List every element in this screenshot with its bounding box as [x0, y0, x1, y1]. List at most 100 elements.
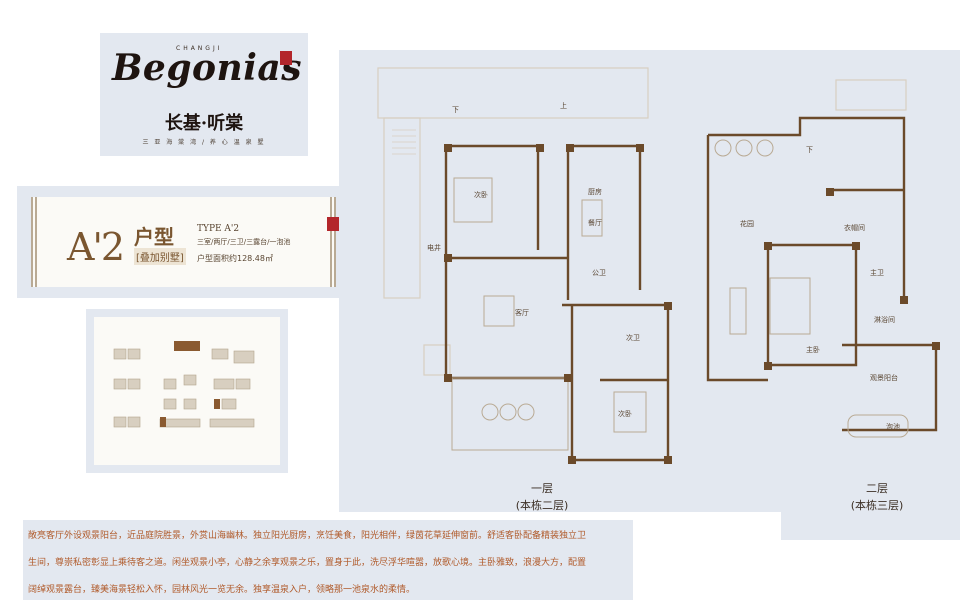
coffee-table [483, 295, 515, 327]
room-view-balcony: 观景阳台 [870, 373, 898, 382]
room-garden: 花园 [740, 219, 754, 228]
keyplan-block [113, 348, 127, 360]
unit-code: A'2 [67, 225, 125, 269]
stair-down-label: 下 [452, 106, 459, 114]
room-elec-well: 电井 [427, 243, 441, 252]
site-keyplan [94, 317, 280, 465]
wall-master [766, 243, 858, 367]
keyplan-block [183, 374, 197, 386]
room-pool: 泡池 [886, 422, 900, 431]
keyplan-block [127, 378, 141, 390]
column [826, 188, 834, 196]
pool [847, 414, 909, 438]
keyplan-highlight-block [160, 417, 166, 427]
garden-table [729, 287, 747, 335]
outer-terrace [383, 117, 421, 299]
site-keyplan-card [86, 309, 288, 473]
unit-area: 户型面积约128.48㎡ [197, 254, 273, 263]
column [566, 144, 574, 152]
description-text: 敞亮客厅外设观景阳台，近品庭院胜景，外赏山海幽林。独立阳光厨房，烹饪美食，阳光相… [28, 523, 628, 600]
keyplan-highlight-block [214, 399, 220, 409]
room-public-bath: 公卫 [592, 269, 606, 277]
room-master-bath: 主卫 [870, 268, 884, 277]
brand-wordmark: Begonias [112, 47, 302, 89]
keyplan-block [183, 398, 197, 410]
balcony-chair [517, 403, 535, 421]
keyplan-block [221, 398, 237, 410]
stair-up-label: 上 [560, 101, 567, 110]
floor1-caption: 一层 (本栋二层) [492, 480, 592, 514]
wall-east-wing [562, 303, 670, 462]
room-bathroom: 淋浴间 [874, 315, 895, 324]
bed-a [453, 177, 493, 223]
keyplan-block [127, 416, 141, 428]
balcony-chair [481, 403, 499, 421]
room-secondary-bedroom-a: 次卧 [474, 190, 488, 199]
column [444, 254, 452, 262]
room-master-bedroom: 主卧 [806, 345, 820, 354]
room-dining: 餐厅 [588, 218, 602, 227]
wall-west-2 [706, 135, 768, 382]
keyplan-block [127, 348, 141, 360]
floor2-sublabel: (本栋三层) [850, 499, 904, 512]
floor2-plan: 下 花园 衣帽间 主卫 主卧 淋浴间 观景阳台 泡池 [706, 79, 940, 438]
planter [756, 139, 774, 157]
floor1-plan: 下 上 次卧 厨房 餐厅 电井 公卫 客厅 次卫 次卧 [377, 67, 672, 464]
seal-icon [327, 217, 339, 231]
column [444, 374, 452, 382]
unit-type-card: A'2 户型 [叠加别墅] TYPE A'2 三室/两厅/三卫/三露台/一泡池 … [17, 186, 349, 298]
unit-type-en: TYPE A'2 [197, 224, 240, 234]
villa-tag: [叠加别墅] [134, 248, 186, 265]
column [764, 242, 772, 250]
brand-chinese-name: 长基·听棠 [164, 113, 244, 134]
keyplan-block [233, 350, 255, 364]
keyplan-block [235, 378, 251, 390]
column [852, 242, 860, 250]
description-line: 敞亮客厅外设观景阳台，近品庭院胜景，外赏山海幽林。独立阳光厨房，烹饪美食，阳光相… [28, 531, 587, 541]
description-line: 阔绰观景露台，臻美海景轻松入怀，园林风光一览无余。独享温泉入户，领略那一池泉水的… [28, 585, 416, 595]
brand-latin-sub: CHANGJI [176, 45, 223, 52]
wall-balcony-2 [842, 343, 938, 432]
column [564, 374, 572, 382]
floorplan-panel-ext [781, 512, 960, 540]
planter [714, 139, 732, 157]
dining-table [581, 199, 603, 237]
keyplan-block [211, 348, 229, 360]
brand-tagline: 三 亚 海 棠 湾 / 养 心 温 泉 墅 [142, 139, 266, 146]
scroll-banner: A'2 户型 [叠加别墅] TYPE A'2 三室/两厅/三卫/三露台/一泡池 … [31, 197, 339, 287]
keyplan-drawing [113, 341, 255, 428]
floor2-caption: 二层 (本栋三层) [827, 480, 927, 514]
stair-down-label-2: 下 [806, 146, 813, 154]
roof-outline-2 [835, 79, 907, 111]
keyplan-highlight-block [174, 341, 200, 351]
balcony-chair [499, 403, 517, 421]
keyplan-block [213, 378, 235, 390]
logo-card: Begonias CHANGJI 长基·听棠 三 亚 海 棠 湾 / 养 心 温… [100, 33, 308, 156]
column [764, 362, 772, 370]
keyplan-block [163, 378, 177, 390]
room-second-bath: 次卫 [626, 333, 640, 342]
floor1-label: 一层 [531, 482, 553, 495]
keyplan-block [163, 398, 177, 410]
keyplan-block [113, 416, 127, 428]
bed-b [613, 391, 647, 433]
wall-north-2 [708, 116, 906, 300]
column [664, 456, 672, 464]
column [900, 296, 908, 304]
outer-court [423, 344, 451, 376]
column [568, 456, 576, 464]
master-bed [769, 277, 811, 335]
roof-outline [377, 67, 649, 119]
column [536, 144, 544, 152]
seal-icon [280, 51, 292, 65]
column [932, 342, 940, 350]
description-box: 敞亮客厅外设观景阳台，近品庭院胜景，外赏山海幽林。独立阳光厨房，烹饪美食，阳光相… [23, 520, 633, 600]
column [664, 302, 672, 310]
column [636, 144, 644, 152]
room-kitchen: 厨房 [588, 187, 602, 196]
room-secondary-bedroom-b: 次卧 [618, 409, 632, 418]
planter [735, 139, 753, 157]
column [444, 144, 452, 152]
floor2-label: 二层 [866, 482, 888, 495]
